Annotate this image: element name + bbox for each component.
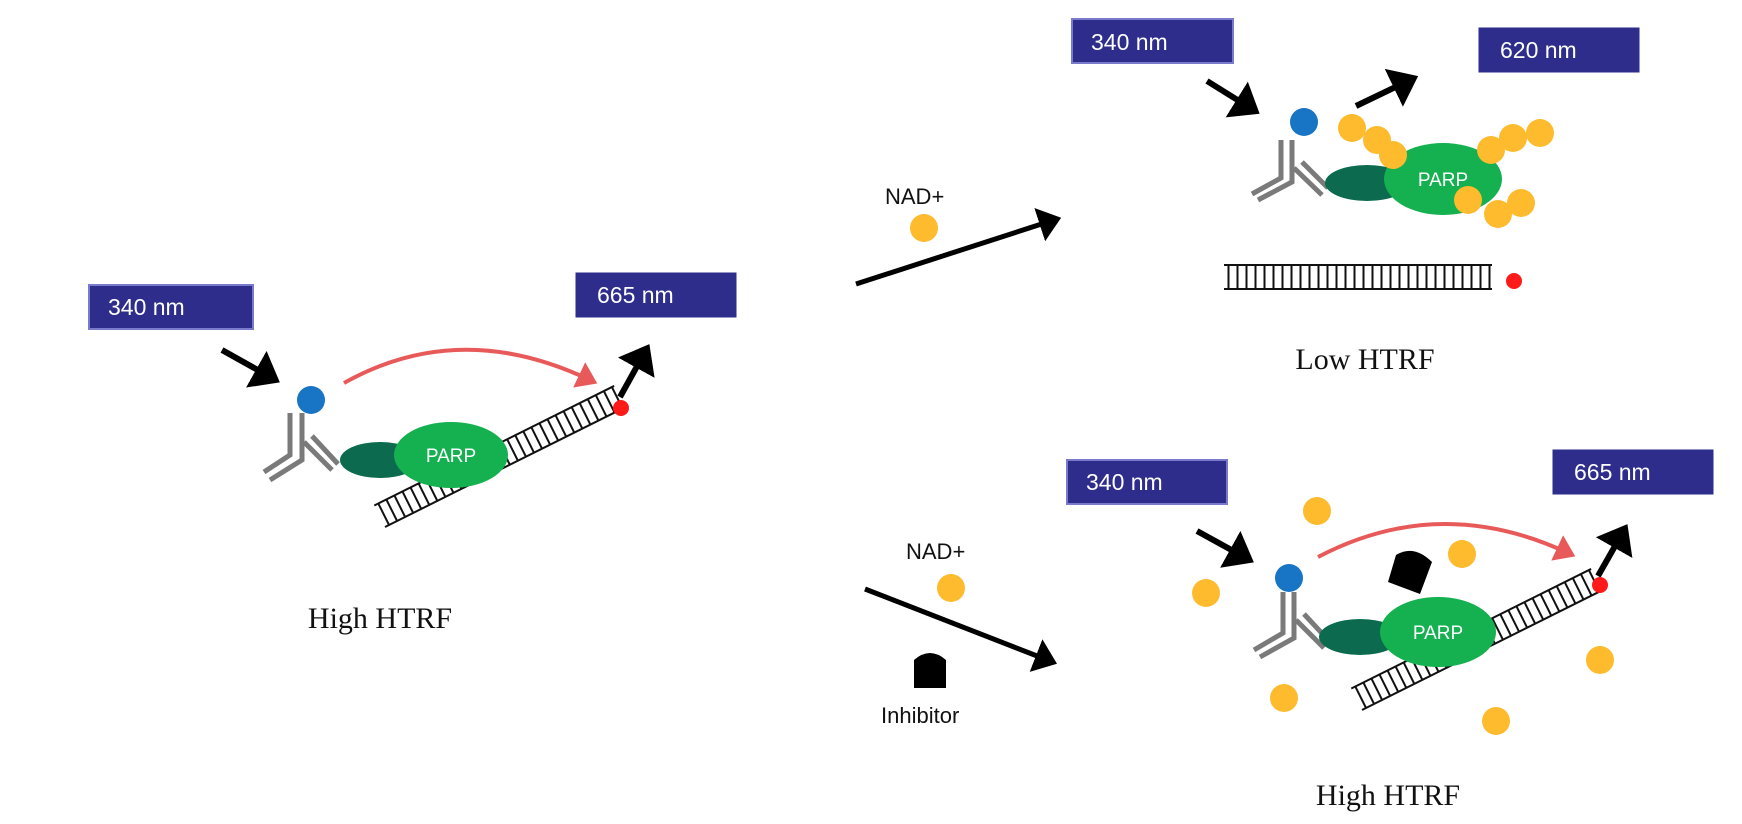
acceptor-dot (613, 400, 629, 416)
fret-arc (343, 347, 598, 388)
excitation-arrow (220, 347, 280, 388)
parp-protein (394, 422, 508, 488)
excitation-arrow (1205, 78, 1260, 118)
excitation-label: 340 nm (108, 294, 185, 320)
excitation-arrow (1195, 528, 1254, 568)
acceptor-dot (1506, 273, 1522, 289)
donor-dot (297, 386, 325, 414)
reaction-arrow (864, 586, 1057, 672)
emission-label: 665 nm (597, 282, 674, 308)
top-right-panel: NAD+ 340 nm 620 nm PARP (855, 18, 1640, 376)
excitation-label-box (88, 284, 254, 330)
parp-label: PARP (426, 446, 476, 467)
inhibitor-label: Inhibitor (881, 703, 959, 728)
emission-arrow (1595, 524, 1633, 578)
parp-label: PARP (1418, 170, 1468, 191)
bound-inhibitor-icon (1388, 550, 1432, 594)
caption: High HTRF (1316, 779, 1460, 812)
bottom-right-panel: NAD+ Inhibitor 340 nm 665 nm PARP (864, 449, 1714, 812)
nad-label: NAD+ (906, 539, 965, 564)
emission-label: 620 nm (1500, 37, 1577, 63)
emission-label: 665 nm (1574, 459, 1651, 485)
antibody (1252, 592, 1332, 660)
inhibitor-icon (914, 653, 946, 688)
caption: High HTRF (308, 602, 452, 635)
left-panel: 340 nm 665 nm PARP High HTRF (88, 272, 737, 635)
nad-molecule (937, 574, 965, 602)
parp-label: PARP (1413, 623, 1463, 644)
excitation-label: 340 nm (1091, 29, 1168, 55)
caption: Low HTRF (1295, 343, 1434, 376)
emission-arrow (1354, 68, 1419, 109)
antibody (1250, 140, 1330, 203)
fret-arc (1317, 521, 1576, 561)
nad-label: NAD+ (885, 184, 944, 209)
emission-arrow (617, 344, 655, 399)
emission-label-box (1552, 449, 1714, 495)
free-nad-molecules (1192, 497, 1614, 735)
dna-strand (1224, 264, 1492, 290)
excitation-label: 340 nm (1086, 469, 1163, 495)
donor-dot (1290, 108, 1318, 136)
parp-protein (1380, 597, 1496, 667)
emission-label-box (1478, 27, 1640, 73)
par-chain (1338, 114, 1554, 228)
donor-dot (1275, 564, 1303, 592)
excitation-label-box (1066, 459, 1228, 505)
acceptor-dot (1592, 577, 1608, 593)
antibody (262, 413, 340, 483)
nad-molecule (910, 214, 938, 242)
reaction-arrow (855, 207, 1062, 287)
emission-label-box (575, 272, 737, 318)
excitation-label-box (1071, 18, 1234, 64)
